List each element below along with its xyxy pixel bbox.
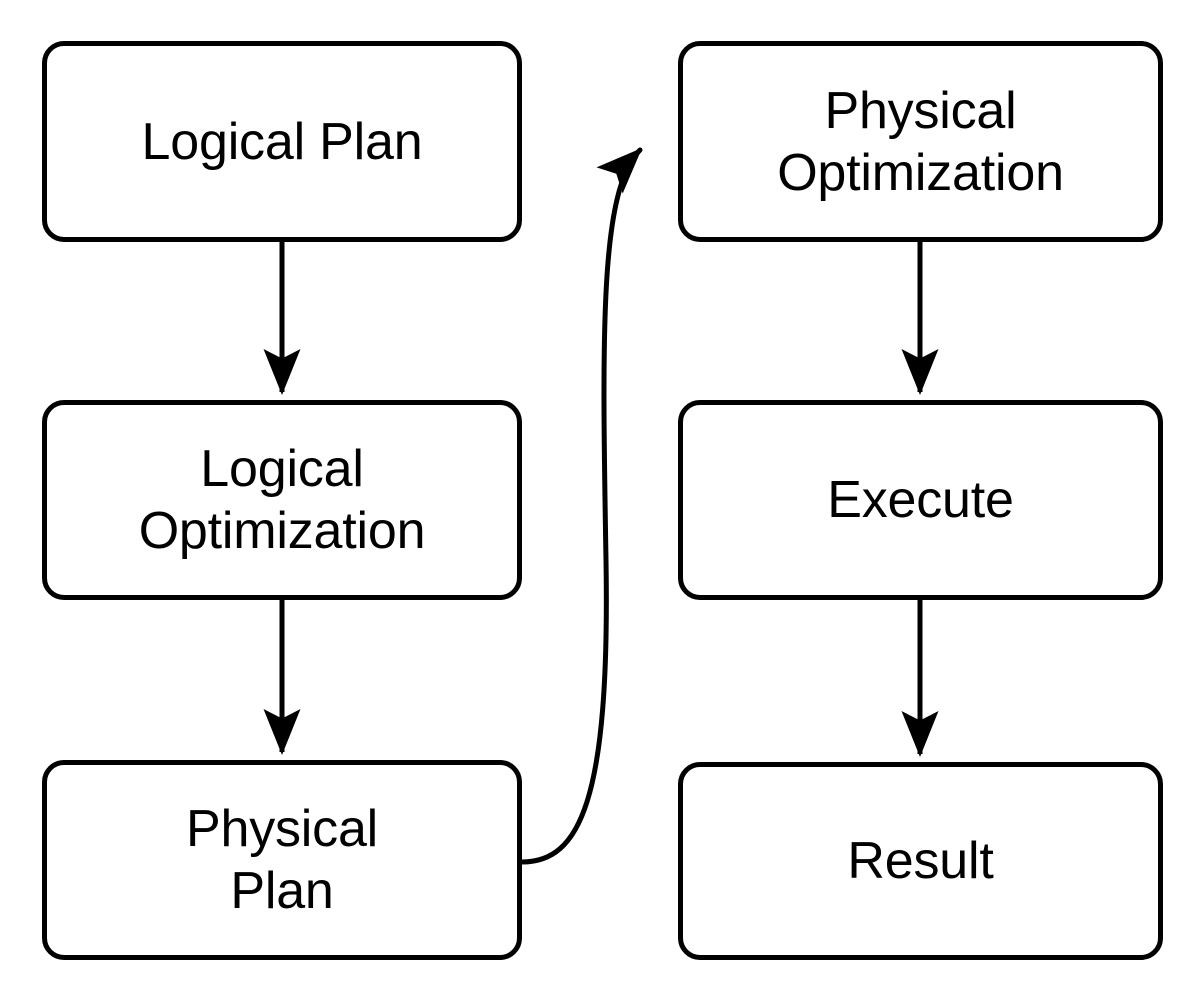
node-logical-optimization[interactable]: Logical Optimization	[42, 400, 522, 600]
node-result[interactable]: Result	[678, 762, 1163, 960]
node-logical-plan[interactable]: Logical Plan	[42, 41, 522, 242]
node-label: Execute	[827, 471, 1014, 529]
node-label: Physical Plan	[185, 800, 379, 920]
node-execute[interactable]: Execute	[678, 400, 1163, 600]
node-physical-plan[interactable]: Physical Plan	[42, 760, 522, 960]
edge-physical-plan-to-physical-optimization	[519, 147, 643, 865]
node-label: Logical Optimization	[138, 440, 426, 560]
node-label: Result	[847, 832, 994, 890]
node-label: Physical Optimization	[777, 81, 1064, 202]
node-physical-optimization[interactable]: Physical Optimization	[678, 41, 1163, 242]
edge-curve	[519, 147, 643, 865]
node-label: Logical Plan	[141, 112, 423, 171]
